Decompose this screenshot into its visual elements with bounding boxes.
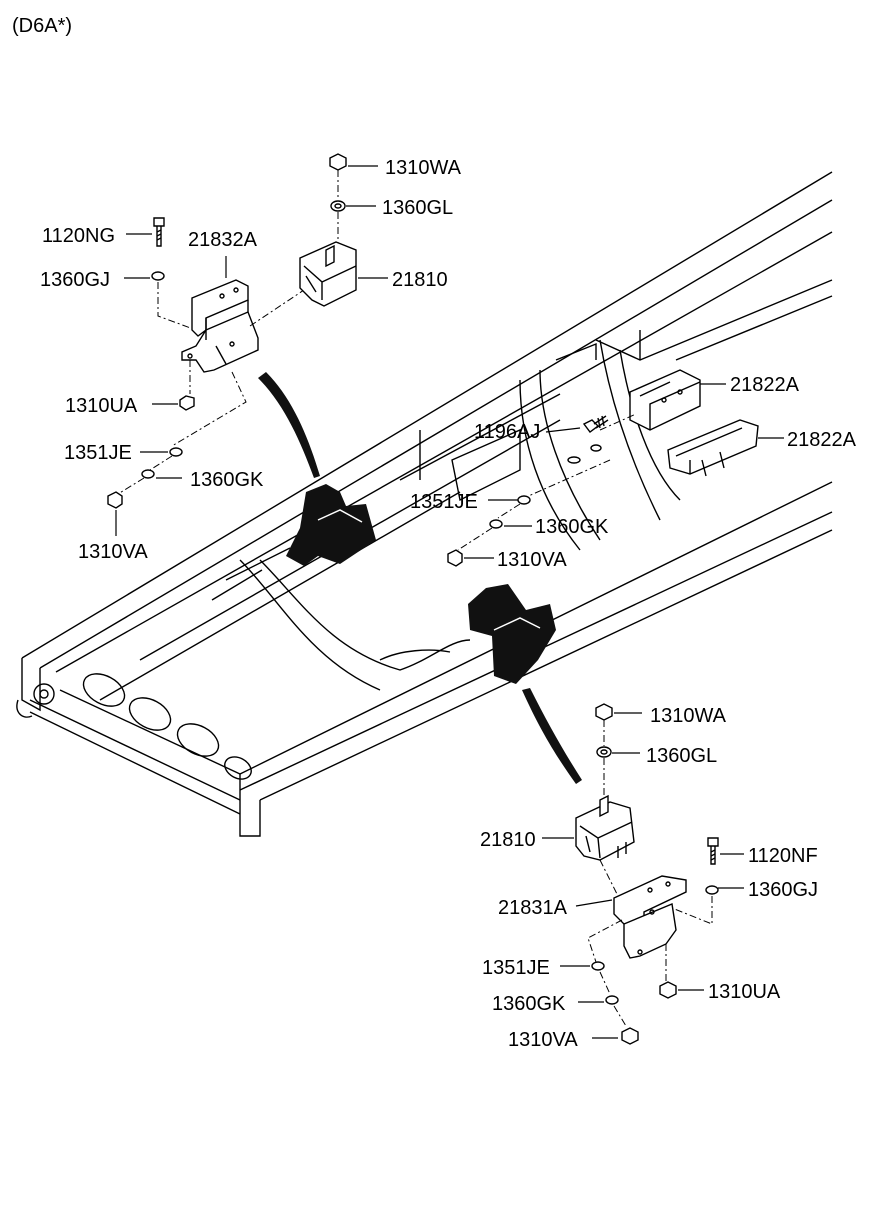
insulator-icon (575, 801, 635, 861)
part-label-1310WA: 1310WA (385, 157, 462, 179)
part-label-1360GL: 1360GL (382, 197, 453, 219)
part-label-1351JE: 1351JE (410, 491, 478, 513)
part-label-21822A: 21822A (787, 429, 857, 451)
part-label-21822A: 21822A (730, 374, 800, 396)
part-label-1310UA: 1310UA (65, 395, 138, 417)
vehicle-frame (16, 171, 833, 837)
part-label-21810: 21810 (480, 829, 536, 851)
part-label-1310VA: 1310VA (78, 541, 148, 563)
washer-icon (151, 271, 165, 281)
part-label-1310UA: 1310UA (708, 981, 781, 1003)
nut-icon (329, 153, 347, 171)
part-label-1196AJ: 1196AJ (474, 421, 540, 443)
callout-arrow-lower (522, 688, 582, 784)
nut-icon (107, 491, 123, 509)
part-label-1310WA: 1310WA (650, 705, 727, 727)
part-label-21810: 21810 (392, 269, 448, 291)
model-code: (D6A*) (12, 15, 72, 37)
washer-icon (705, 885, 719, 895)
upper-mount-assembly: 1310WA 1360GL 1120NG 21832A 21810 1360GJ… (40, 153, 462, 563)
part-label-1360GK: 1360GK (535, 516, 609, 538)
transmission-mount-assembly: 21822A 21822A 1196AJ 1351JE 1360GK 1310V… (410, 369, 857, 571)
part-label-1360GJ: 1360GJ (40, 269, 110, 291)
part-label-1360GL: 1360GL (646, 745, 717, 767)
washer-icon (591, 961, 605, 971)
part-label-1351JE: 1351JE (482, 957, 550, 979)
washer-icon (489, 519, 503, 529)
callout-arrow-upper (258, 372, 320, 478)
washer-icon (169, 447, 183, 457)
nut-icon (621, 1027, 639, 1045)
part-label-1310VA: 1310VA (497, 549, 567, 571)
part-label-21831A: 21831A (498, 897, 568, 919)
nut-icon (659, 981, 677, 999)
part-label-21832A: 21832A (188, 229, 258, 251)
part-label-1351JE: 1351JE (64, 442, 132, 464)
part-label-1120NG: 1120NG (42, 225, 115, 247)
insulator-icon (667, 419, 759, 475)
washer-icon (596, 746, 612, 758)
nut-icon (595, 703, 613, 721)
washer-icon (517, 495, 531, 505)
washer-icon (605, 995, 619, 1005)
lower-mount-assembly: 1310WA 1360GL 21810 1120NF 1360GJ 21831A… (480, 703, 818, 1051)
part-label-1360GJ: 1360GJ (748, 879, 818, 901)
washer-icon (141, 469, 155, 479)
rear-mount-location (468, 584, 556, 684)
bolt-icon (582, 419, 600, 433)
bolt-icon (153, 217, 165, 247)
part-label-1360GK: 1360GK (190, 469, 264, 491)
part-label-1360GK: 1360GK (492, 993, 566, 1015)
nut-icon (179, 395, 195, 411)
bracket-icon (629, 369, 701, 431)
front-mount-location (286, 484, 376, 566)
part-label-1120NF: 1120NF (748, 845, 818, 867)
part-label-1310VA: 1310VA (508, 1029, 578, 1051)
nut-icon (447, 549, 463, 567)
washer-icon (330, 200, 346, 212)
